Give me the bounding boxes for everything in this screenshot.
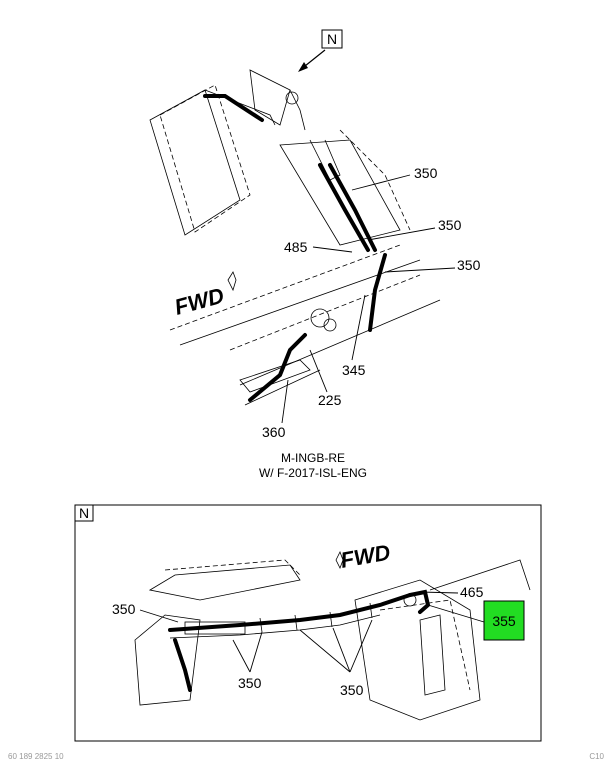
detail-frame bbox=[74, 504, 542, 742]
callout-350-c: 350 bbox=[457, 257, 481, 273]
callout-345: 345 bbox=[342, 362, 366, 378]
fwd-label-top: FWD bbox=[172, 283, 227, 320]
north-box bbox=[321, 29, 343, 49]
detail-north-box bbox=[74, 504, 94, 522]
frame-beam bbox=[169, 244, 441, 406]
center-bracket bbox=[279, 129, 411, 252]
lower-harness bbox=[239, 253, 387, 402]
detail-callout-465: 465 bbox=[460, 584, 484, 600]
footer-left: 60 189 2825 10 bbox=[8, 752, 64, 761]
detail-callout-350-right: 350 bbox=[340, 682, 364, 698]
bottom-view: N FWD bbox=[74, 504, 542, 742]
detail-callout-350-left: 350 bbox=[112, 601, 136, 617]
caption-model: M-INGB-RE bbox=[281, 451, 345, 465]
detail-engine-outline bbox=[134, 559, 531, 721]
caption-engine: W/ F-2017-ISL-ENG bbox=[259, 466, 367, 480]
engine-block-outline bbox=[149, 69, 306, 236]
north-arrowhead bbox=[298, 62, 308, 72]
callout-485: 485 bbox=[284, 239, 308, 255]
detail-harness bbox=[168, 589, 431, 692]
detail-callout-350-mid: 350 bbox=[238, 675, 262, 691]
highlight-box-355[interactable] bbox=[483, 600, 525, 641]
callout-225: 225 bbox=[318, 392, 342, 408]
north-label: N bbox=[327, 31, 337, 47]
fwd-arrow-top bbox=[227, 271, 237, 292]
fwd-label-bottom: FWD bbox=[339, 540, 393, 573]
top-view: N bbox=[149, 29, 481, 480]
callout-350-a: 350 bbox=[414, 165, 438, 181]
detail-north-label: N bbox=[79, 505, 89, 521]
footer-right: C10 bbox=[589, 752, 604, 761]
callout-350-b: 350 bbox=[438, 217, 462, 233]
fwd-arrow-bottom bbox=[335, 551, 344, 569]
detail-callout-355[interactable]: 355 bbox=[492, 613, 516, 629]
callout-360: 360 bbox=[262, 424, 286, 440]
